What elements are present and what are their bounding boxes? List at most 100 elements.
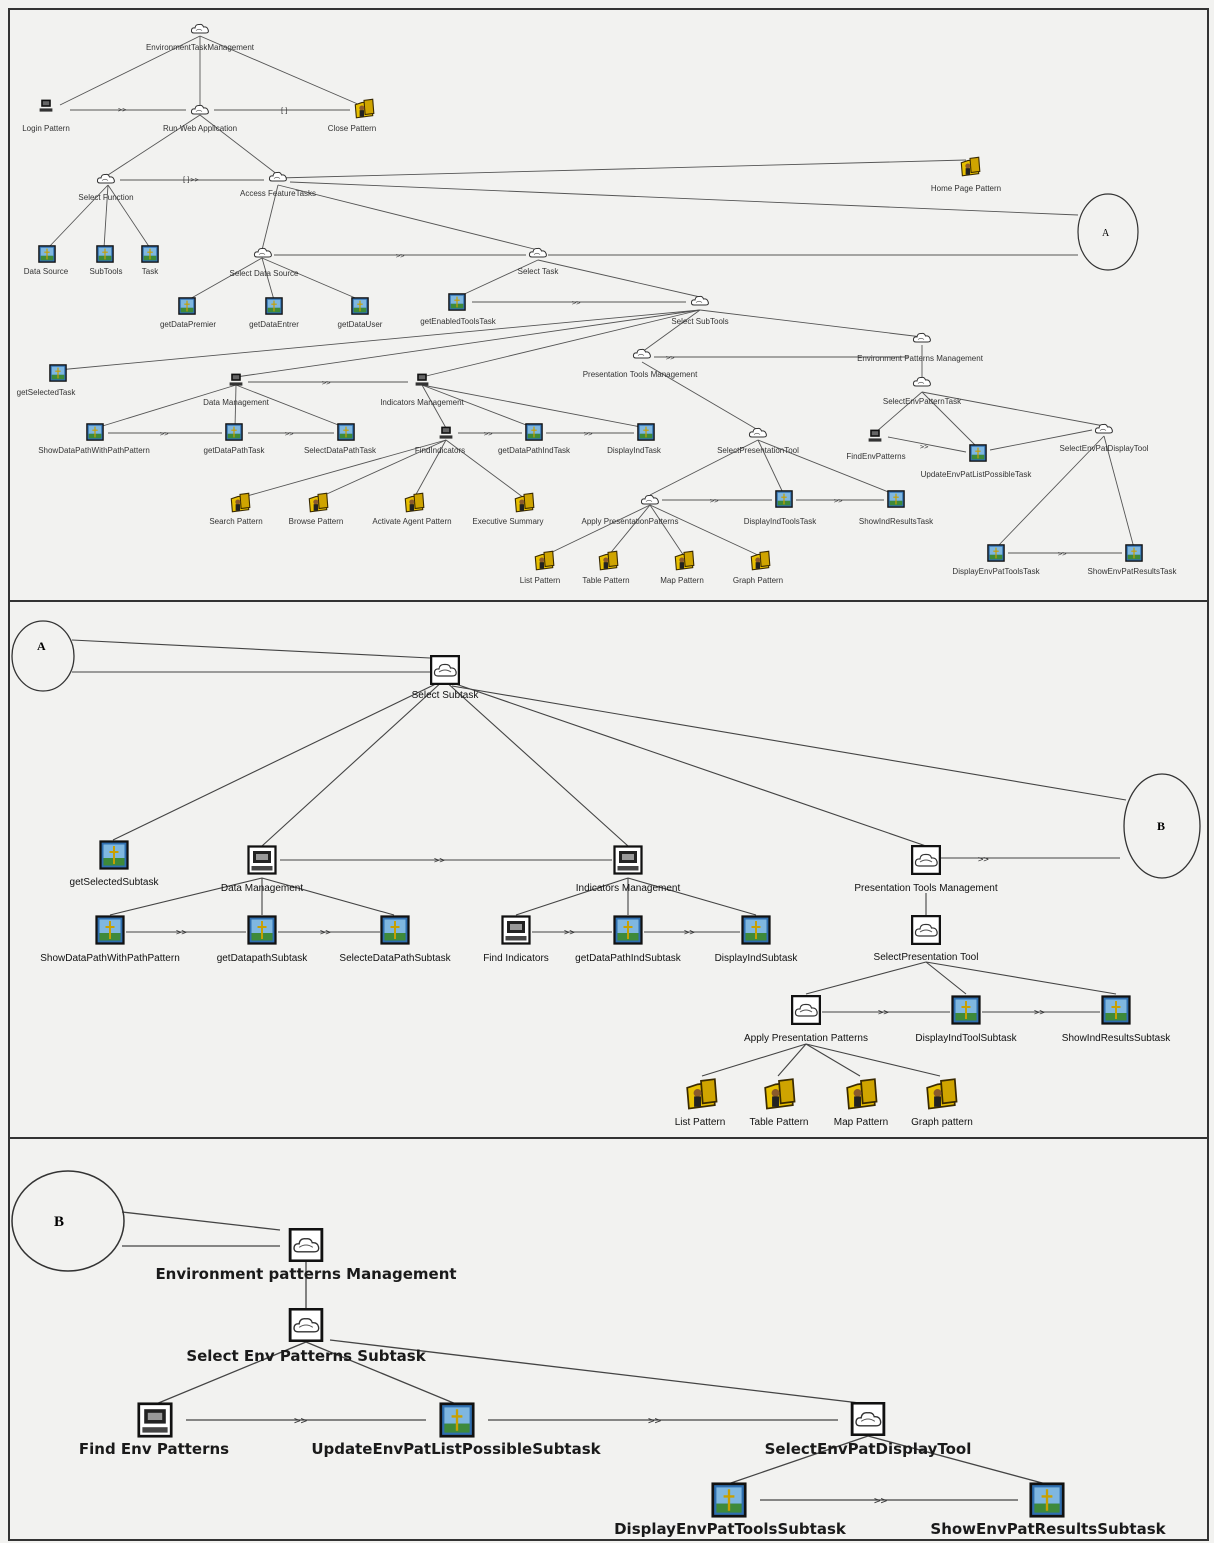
pattern-icon [534, 550, 555, 571]
node-label: Run Web Application [163, 124, 237, 133]
interaction-task-icon [501, 915, 531, 945]
node-label: getSelectedSubtask [70, 877, 160, 888]
operator-label: >> [874, 1494, 888, 1507]
operator-label: >> [1058, 550, 1066, 558]
connector-a-label: A [37, 639, 46, 653]
node-label: UpdateEnvPatListPossibleSubtask [311, 1440, 601, 1458]
node-label: getEnabledToolsTask [420, 317, 497, 326]
application-task-icon [38, 245, 56, 263]
node-label: getDataPathIndSubtask [575, 953, 682, 964]
abstract-task-icon [632, 348, 651, 359]
application-task-icon [265, 297, 283, 315]
interaction-task-icon [439, 426, 453, 439]
operator-label: >> [648, 1414, 662, 1427]
node-label: DisplayIndToolsTask [744, 517, 817, 526]
application-task-icon [351, 297, 369, 315]
node-label: getDatapathSubtask [217, 953, 309, 964]
node-label: Table Pattern [750, 1117, 809, 1128]
node-label: Access FeatureTasks [240, 189, 316, 198]
pattern-icon [926, 1078, 958, 1110]
node-label: Close Pattern [328, 124, 376, 133]
node-label: SelectPresentation Tool [874, 952, 979, 963]
node-label: Presentation Tools Management [854, 883, 997, 894]
panel-2-operators: >> >> >> >> >> >> >> >> [176, 855, 1045, 1018]
abstract-task-icon [268, 171, 287, 182]
abstract-task-icon [290, 1309, 322, 1341]
pattern-icon [308, 492, 329, 513]
interaction-task-icon [39, 99, 53, 112]
panel-2-edges [71, 639, 1127, 1077]
application-task-icon [225, 423, 243, 441]
node-label: getDataEntrer [249, 320, 299, 329]
application-task-icon [95, 915, 125, 945]
node-label: Executive Summary [472, 517, 543, 526]
abstract-task-icon [528, 247, 547, 258]
application-task-icon [96, 245, 114, 263]
node-label: Graph Pattern [733, 576, 783, 585]
abstract-task-icon [190, 23, 209, 34]
application-task-icon [337, 423, 355, 441]
pattern-icon [404, 492, 425, 513]
node-label: SelectDataPathTask [304, 446, 377, 455]
node-label: SelectPresentationTool [717, 446, 799, 455]
node-label: Select Env Patterns Subtask [186, 1347, 426, 1365]
abstract-task-icon [640, 494, 659, 505]
node-label: Environment Patterns Management [857, 354, 984, 363]
node-label: DisplayIndTask [607, 446, 662, 455]
pattern-icon [674, 550, 695, 571]
panel-1-overview: >> [] []>> >> >> >> >> >> >> >> >> >> >>… [17, 23, 1177, 585]
node-label: FindEnvPatterns [846, 452, 905, 461]
application-task-icon [49, 364, 67, 382]
application-task-icon [1031, 1484, 1063, 1516]
node-label: Apply Presentation Patterns [744, 1033, 868, 1044]
operator-label: >> [572, 299, 580, 307]
node-label: DisplayEnvPatToolsSubtask [614, 1520, 847, 1538]
abstract-task-icon [912, 376, 931, 387]
node-label: SubTools [90, 267, 123, 276]
operator-label: >> [434, 856, 445, 866]
interaction-task-icon [613, 845, 643, 875]
node-label: Data Management [221, 883, 303, 894]
panel-frames [8, 8, 1209, 1541]
abstract-task-icon [791, 995, 821, 1025]
abstract-task-icon [290, 1229, 322, 1261]
operator-label: >> [396, 252, 404, 260]
node-label: Browse Pattern [289, 517, 344, 526]
panel-3-edges [121, 1211, 1047, 1501]
abstract-task-icon [253, 247, 272, 258]
node-label: List Pattern [675, 1117, 726, 1128]
application-task-icon [951, 995, 981, 1025]
application-task-icon [99, 840, 129, 870]
operator-label: >> [322, 379, 330, 387]
pattern-icon [764, 1078, 796, 1110]
panel-1-operators: >> [] []>> >> >> >> >> >> >> >> >> >> >>… [118, 106, 1066, 558]
application-task-icon [637, 423, 655, 441]
node-label: Data Source [24, 267, 69, 276]
interaction-task-icon [247, 845, 277, 875]
connector-a-circle [11, 620, 75, 692]
node-label: Data Management [203, 398, 270, 407]
node-label: getDataPathIndTask [498, 446, 571, 455]
operator-label: >> [920, 443, 928, 451]
node-label: Apply PresentationPatterns [582, 517, 679, 526]
node-label: getDataPathTask [204, 446, 266, 455]
application-task-icon [1101, 995, 1131, 1025]
node-label: DisplayIndToolSubtask [915, 1033, 1017, 1044]
interaction-task-icon [139, 1404, 171, 1436]
node-label: DisplayIndSubtask [715, 953, 799, 964]
node-label: Find Indicators [483, 953, 549, 964]
application-task-icon [86, 423, 104, 441]
node-label: SelectEnvPatDisplayTool [765, 1440, 972, 1458]
node-label: Home Page Pattern [931, 184, 1001, 193]
panel-1-edges [47, 35, 1135, 557]
panel-3-env-patterns: >> >> >> B Environment patterns Manageme… [11, 1170, 1167, 1538]
pattern-icon [514, 492, 535, 513]
node-label: Environment patterns Management [155, 1265, 456, 1283]
application-task-icon [178, 297, 196, 315]
node-label: EnvironmentTaskManagement [146, 43, 255, 52]
abstract-task-icon [690, 295, 709, 306]
node-label: ShowDataPathWithPathPattern [38, 446, 150, 455]
application-task-icon [1125, 544, 1143, 562]
pattern-icon [598, 550, 619, 571]
node-label: SelectEnvPatDisplayTool [1060, 444, 1149, 453]
